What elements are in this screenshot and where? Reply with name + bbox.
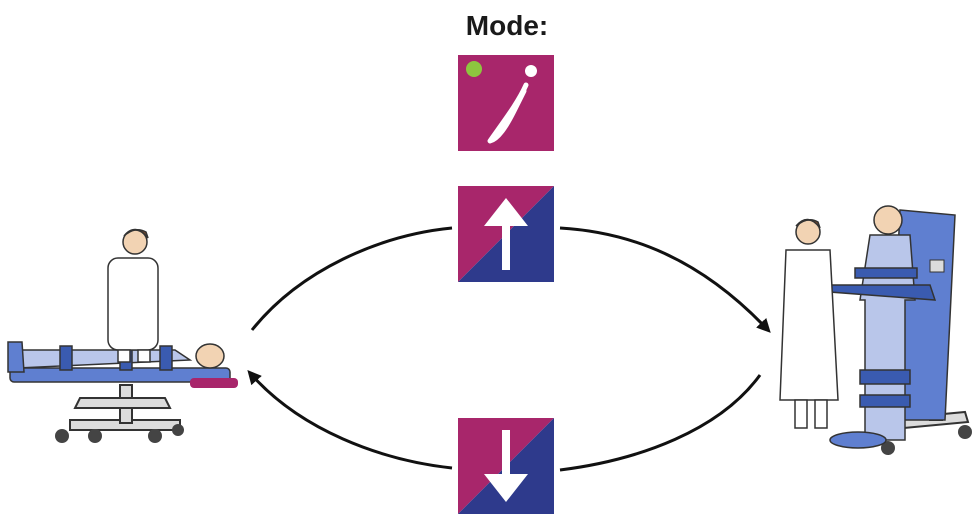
mode-label: Mode: <box>465 10 549 41</box>
arrow-up-icon <box>458 186 554 282</box>
mode-indicator-tile[interactable] <box>458 55 554 151</box>
tilting-person-icon <box>458 55 554 151</box>
arrow-down-icon <box>458 418 554 514</box>
active-indicator-dot <box>466 61 482 77</box>
upright-patient-illustration <box>779 205 972 455</box>
horizontal-patient-illustration <box>7 228 238 443</box>
tilt-down-button[interactable] <box>458 418 554 514</box>
tilt-up-button[interactable] <box>458 186 554 282</box>
